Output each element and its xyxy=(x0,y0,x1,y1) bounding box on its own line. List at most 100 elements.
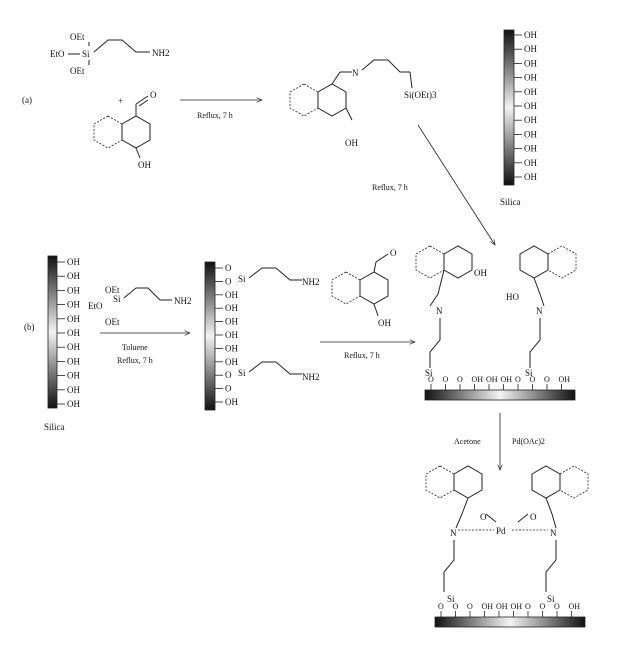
functionalized-group-label: OH xyxy=(225,317,238,327)
silica-b-group-label: OH xyxy=(67,314,80,324)
hydroxynaphthaldehyde-a: O OH xyxy=(93,90,157,170)
svg-text:Si: Si xyxy=(113,294,121,304)
svg-text:O: O xyxy=(530,512,537,522)
surface2-group-label: OH xyxy=(482,602,494,611)
svg-text:Si: Si xyxy=(238,368,246,378)
schiff-base-silane-product: N Si(OEt)3 OH xyxy=(289,59,437,148)
svg-text:Si: Si xyxy=(547,594,555,604)
svg-text:NH2: NH2 xyxy=(302,372,320,382)
surface1-group-label: OH xyxy=(486,375,498,384)
svg-text:OH: OH xyxy=(138,160,151,170)
hydroxynaphthaldehyde-b: O OH xyxy=(331,248,397,328)
svg-text:O: O xyxy=(390,248,397,258)
route-b-step2-condition: Reflux, 7 h xyxy=(344,351,380,360)
svg-text:NH2: NH2 xyxy=(174,296,192,306)
svg-text:Si(OEt)3: Si(OEt)3 xyxy=(404,90,437,100)
svg-text:OEt: OEt xyxy=(105,317,120,327)
functionalized-group-label: OH xyxy=(225,343,238,353)
svg-text:Si: Si xyxy=(447,594,455,604)
silica-top-group-label: OH xyxy=(524,73,537,83)
route-b-step1-condition: Reflux, 7 h xyxy=(117,356,153,365)
svg-text:N: N xyxy=(536,306,543,316)
silica-b-group-label: OH xyxy=(67,385,80,395)
svg-text:Pd: Pd xyxy=(496,526,506,536)
silica-b-group-label: OH xyxy=(67,300,80,310)
route-a-step2-condition: Reflux, 7 h xyxy=(372,183,408,192)
silica-top-group-label: OH xyxy=(524,58,537,68)
svg-text:OEt: OEt xyxy=(70,66,85,76)
silica-b-group-label: OH xyxy=(67,271,80,281)
svg-text:OH: OH xyxy=(345,138,358,148)
silica-top-group-label: OH xyxy=(524,158,537,168)
route-b-step1-solvent: Toluene xyxy=(122,343,148,352)
complexation-reagent: Pd(OAc)2 xyxy=(512,437,545,446)
silica-top-group-label: OH xyxy=(524,144,537,154)
functionalized-group-label: O xyxy=(225,384,232,394)
aptes-molecule: OEt EtO Si OEt NH2 xyxy=(50,32,170,76)
silica-top-group-label: OH xyxy=(524,101,537,111)
surface1-group-label: O xyxy=(443,375,449,384)
svg-text:Si: Si xyxy=(82,49,90,59)
surface1-group-label: O xyxy=(428,375,434,384)
functionalized-group-label: OH xyxy=(225,397,238,407)
svg-text:NH2: NH2 xyxy=(152,48,170,58)
surface1-group-label: OH xyxy=(501,375,513,384)
svg-text:N: N xyxy=(352,68,359,78)
route-a-label: (a) xyxy=(22,95,32,105)
silica-top-group-label: OH xyxy=(524,87,537,97)
silica-b-group-label: OH xyxy=(67,342,80,352)
functionalized-group-label: O xyxy=(225,276,232,286)
svg-text:OEt: OEt xyxy=(105,285,120,295)
silica-b-group-label: OH xyxy=(67,371,80,381)
surface2-group-label: O xyxy=(467,602,473,611)
svg-text:EtO: EtO xyxy=(88,301,103,311)
silica-b-group-label: OH xyxy=(67,356,80,366)
silica-top-group-label: OH xyxy=(524,172,537,182)
surface2-group-label: O xyxy=(554,602,560,611)
surface1-group-label: O xyxy=(515,375,521,384)
functionalized-group-label: O xyxy=(225,370,232,380)
functionalized-group-label: OH xyxy=(225,357,238,367)
functionalized-group-label: OH xyxy=(225,303,238,313)
silica-top-group-label: OH xyxy=(524,44,537,54)
svg-text:N: N xyxy=(550,528,557,538)
svg-text:Silica: Silica xyxy=(44,422,65,432)
surface2-group-label: O xyxy=(438,602,444,611)
svg-text:N: N xyxy=(450,528,457,538)
surface2-group-label: OH xyxy=(511,602,523,611)
route-b-label: (b) xyxy=(24,322,35,332)
aptes-reagent-b: OEt EtO Si OEt NH2 xyxy=(88,285,192,327)
surface2-group-label: O xyxy=(540,602,546,611)
functionalized-group-label: OH xyxy=(225,330,238,340)
svg-text:O: O xyxy=(150,90,157,100)
silica-top-group-label: OH xyxy=(524,30,537,40)
surface1-group-label: O xyxy=(530,375,536,384)
svg-text:Si: Si xyxy=(425,368,433,378)
route-a-step1-condition: Reflux, 7 h xyxy=(197,111,233,120)
silica-b-group-label: OH xyxy=(67,285,80,295)
svg-text:OH: OH xyxy=(474,268,487,278)
surface2-group-label: O xyxy=(453,602,459,611)
svg-text:O: O xyxy=(480,512,487,522)
surface1-group-label: OH xyxy=(472,375,484,384)
svg-text:N: N xyxy=(436,306,443,316)
surface1-group-label: O xyxy=(544,375,550,384)
arrow-route-a-step2 xyxy=(417,124,495,245)
surface2-group-label: O xyxy=(525,602,531,611)
svg-text:Silica: Silica xyxy=(500,197,521,207)
silica-top-group-label: OH xyxy=(524,129,537,139)
svg-text:EtO: EtO xyxy=(50,49,65,59)
surface2-group-label: OH xyxy=(496,602,508,611)
functionalized-group-label: OH xyxy=(225,290,238,300)
functionalized-group-label: O xyxy=(225,263,232,273)
complexation-solvent: Acetone xyxy=(454,437,481,446)
silica-b-group-label: OH xyxy=(67,328,80,338)
svg-text:HO: HO xyxy=(506,292,519,302)
silica-b-group-label: OH xyxy=(67,257,80,267)
surface1-group-label: O xyxy=(457,375,463,384)
